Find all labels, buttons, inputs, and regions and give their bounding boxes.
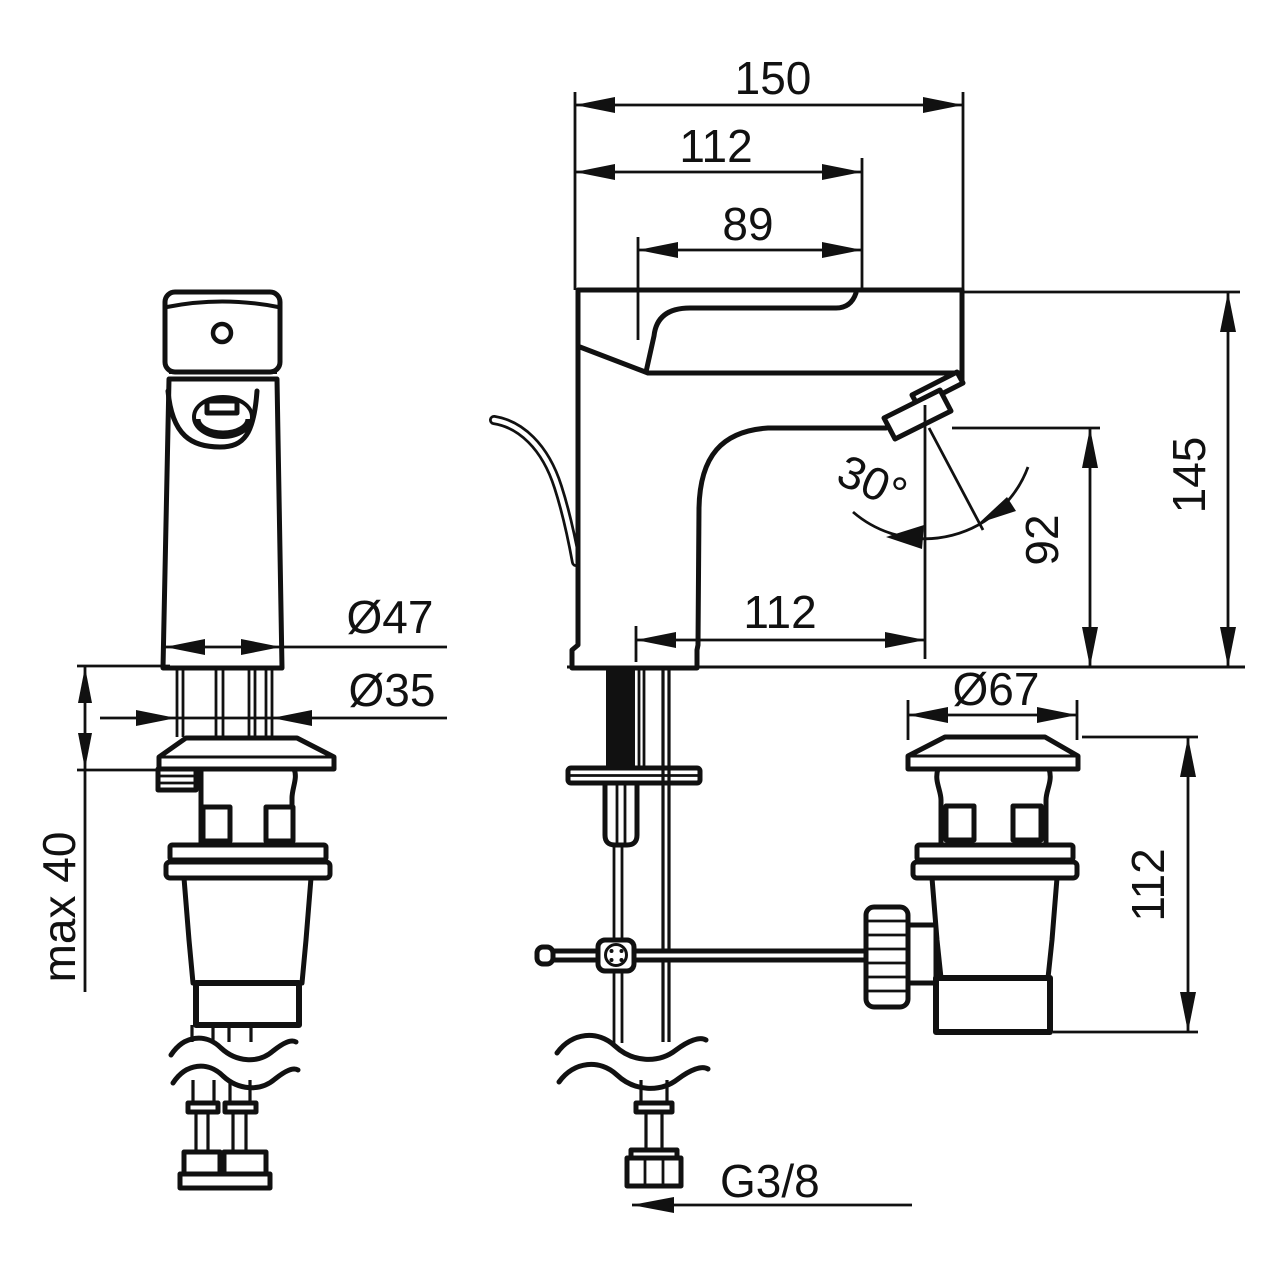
dim-base-diameter-label: Ø47: [347, 591, 434, 643]
front-hose-connector: [181, 1149, 223, 1177]
front-studs: [175, 669, 274, 737]
front-window: [263, 804, 296, 844]
faucet-body-front: [160, 376, 285, 671]
popup-lever-fill: [491, 417, 579, 565]
handle-underside-line: [643, 290, 859, 375]
mounting-nut: [602, 780, 640, 848]
handle-front-slant: [577, 344, 651, 376]
break-line: [554, 1032, 709, 1062]
hose-connector-g38: [624, 1155, 684, 1189]
spout-aerator: [881, 387, 954, 442]
dim-spout-height-label: 92: [1016, 514, 1068, 565]
faucet-side-view: [489, 287, 966, 671]
front-lower-body: [181, 875, 314, 986]
dim-shank-diameter-label: Ø35: [349, 664, 436, 716]
dim-total-width-label: 150: [735, 52, 812, 104]
dim-spout-angle-label: 30°: [830, 444, 915, 520]
dim-body-width-label: 112: [679, 120, 752, 172]
threaded-shank: [606, 667, 635, 769]
dim-total-height-label: 145: [1163, 437, 1215, 514]
waste-lower-body: [929, 875, 1060, 981]
break-line: [556, 1061, 711, 1091]
waste-window: [1010, 803, 1044, 843]
waste-window: [943, 803, 977, 843]
dim-supply-thread-label: G3/8: [720, 1155, 820, 1207]
front-hose-connector: [221, 1149, 269, 1177]
front-tailpiece: [193, 980, 302, 1028]
break-line: [168, 1035, 299, 1063]
waste-assembly-side: [863, 734, 1081, 1035]
front-window: [200, 804, 233, 844]
dim-waste-height-label: 112: [1122, 848, 1174, 921]
dimension-labels: 150 112 89 145 92 30° 112 Ø47 Ø35 max 40…: [33, 52, 1215, 1207]
faucet-body-side: [569, 287, 965, 671]
dimension-annotations: [77, 92, 1240, 1213]
waste-flange: [905, 734, 1081, 772]
waste-tailpiece: [933, 975, 1053, 1035]
front-flange: [156, 735, 337, 772]
dim-max-deck-label: max 40: [33, 832, 85, 983]
faucet-front-view: [155, 289, 337, 1191]
break-line: [170, 1063, 301, 1091]
deck-clip: [155, 766, 199, 793]
linkage-rod-tip: [534, 944, 556, 967]
handle-hole: [210, 321, 234, 345]
dim-handle-length-label: 89: [722, 198, 773, 250]
dim-spout-reach-label: 112: [743, 586, 816, 638]
side-under-counter: [554, 667, 711, 1189]
waste-knurled-nut: [863, 904, 911, 1010]
popup-linkage: [534, 937, 913, 974]
dim-waste-flange-label: Ø67: [953, 663, 1040, 715]
